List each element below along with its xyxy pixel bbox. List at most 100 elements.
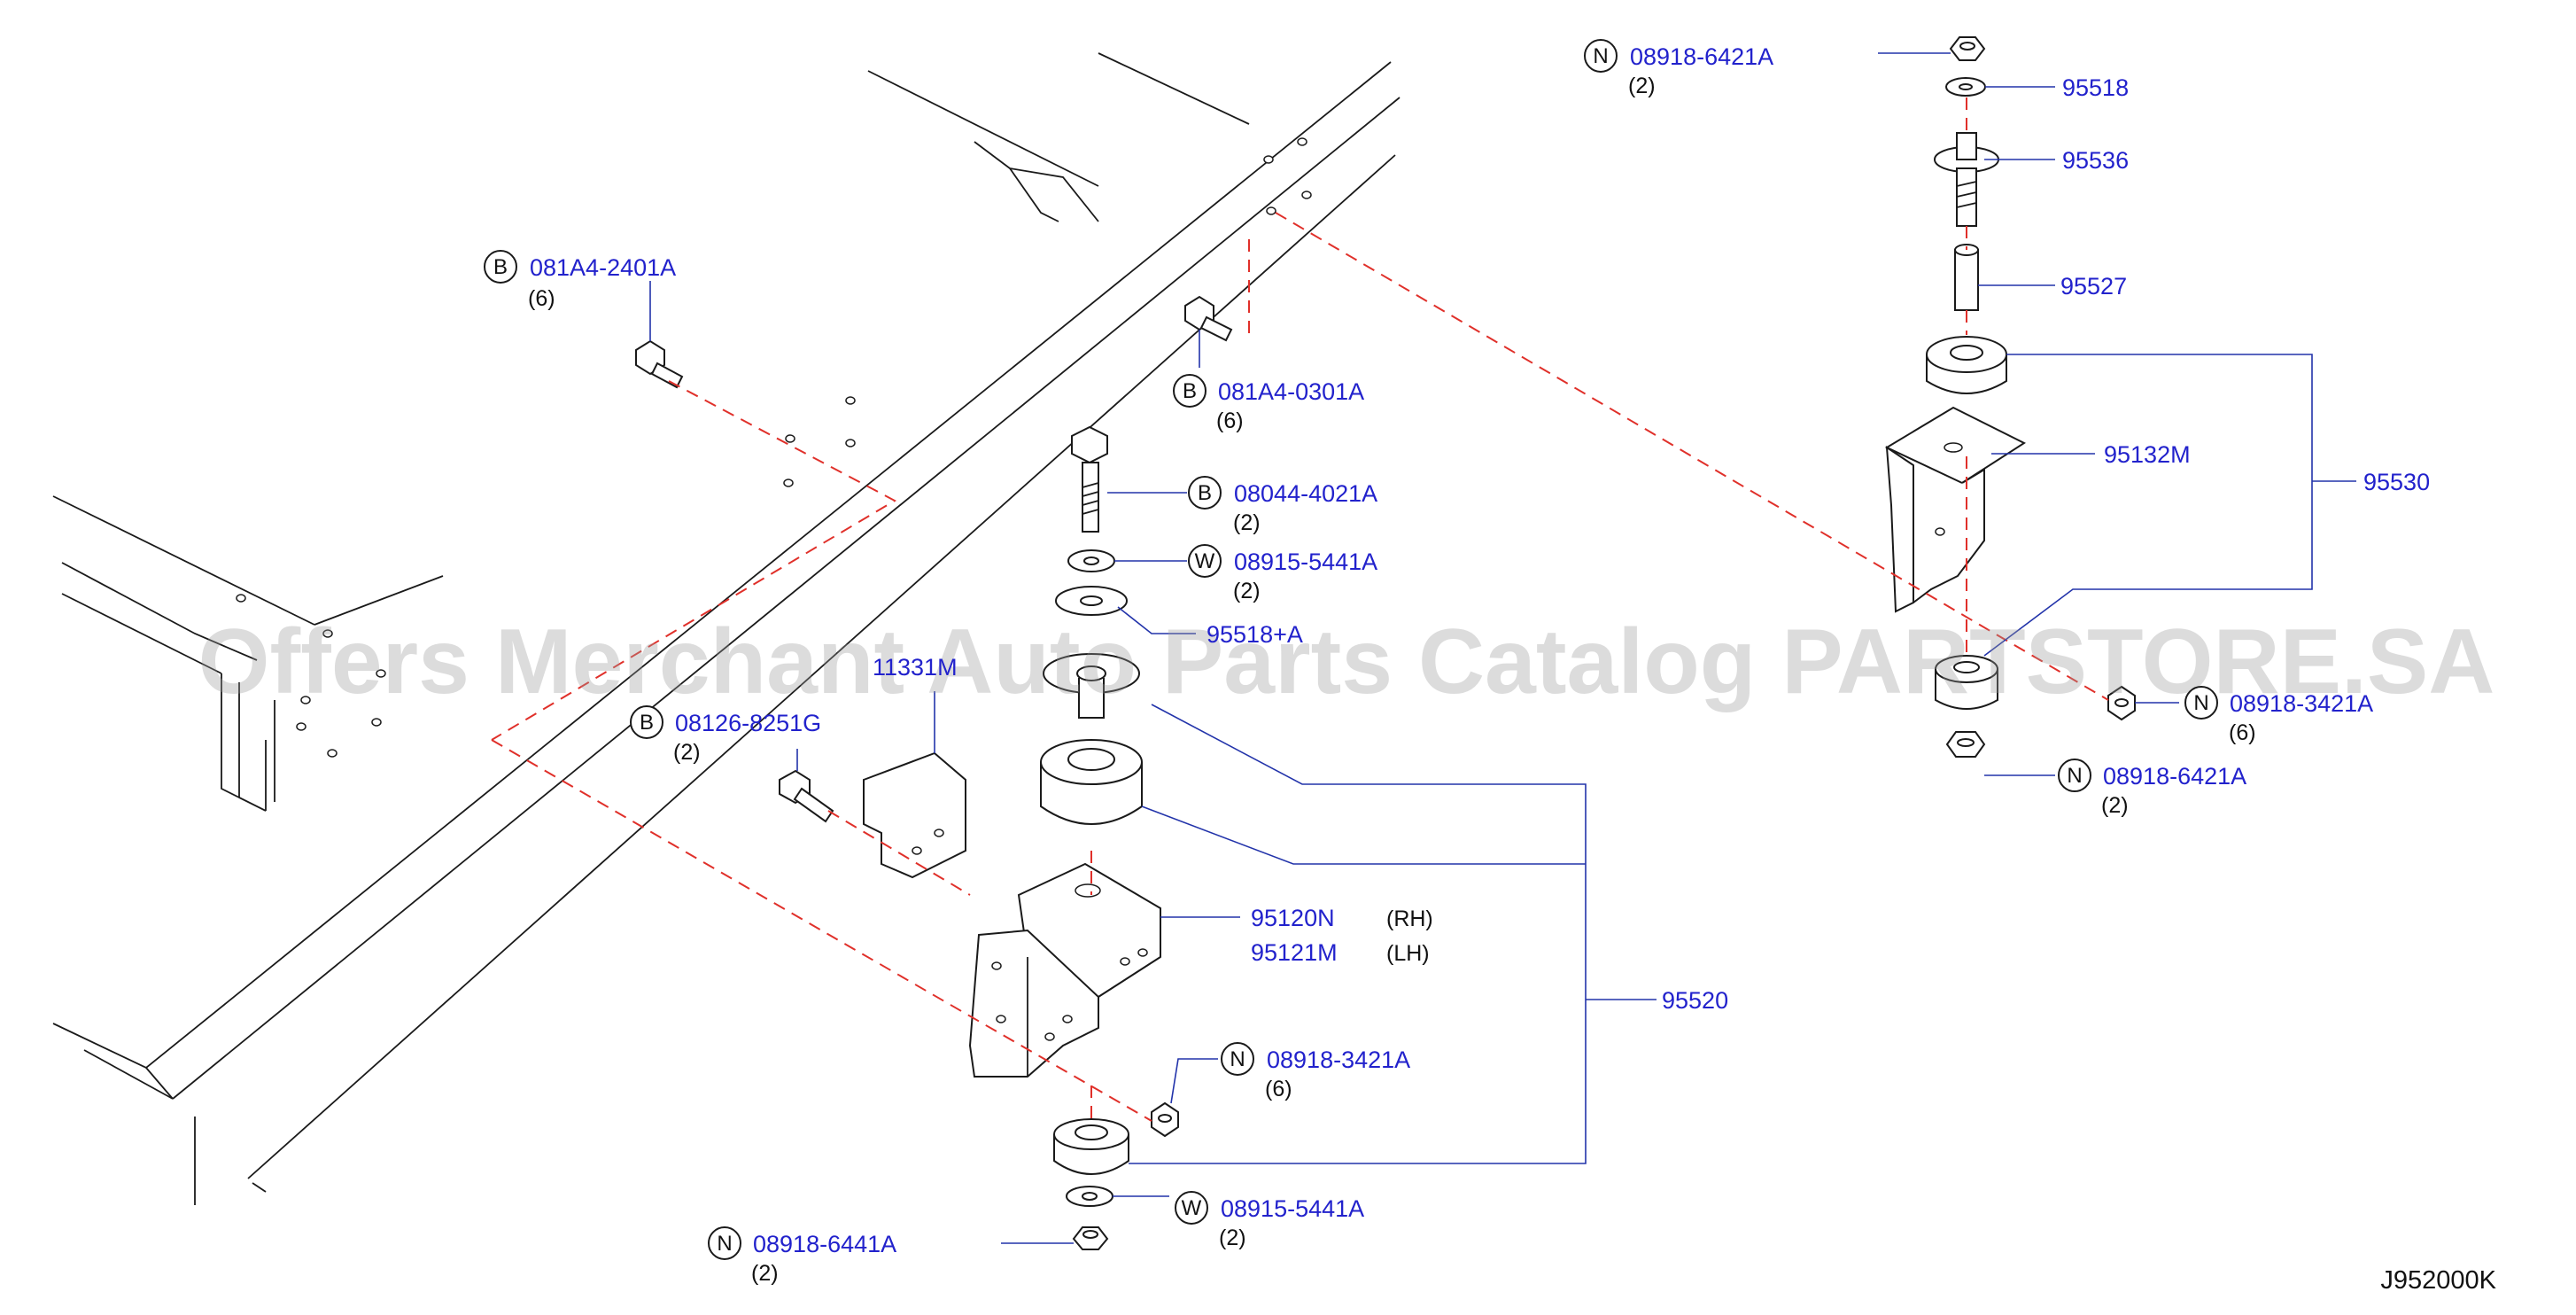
rail-holes [236,137,1312,758]
washer-prefix-badge-icon [1188,544,1222,578]
callout-08044-4021A[interactable]: B 08044-4021A (2) [1188,476,1377,535]
part-number[interactable]: 08918-3421A [1267,1047,1410,1073]
nut-prefix-badge-icon [1221,1042,1254,1076]
stud-bolt-icon [1934,132,1999,227]
callout-08918-3421A-right[interactable]: N 08918-3421A (6) [2184,686,2373,745]
watermark-text: Offers Merchant Auto Parts Catalog PARTS… [198,611,2495,713]
quantity: (2) [1233,579,1261,603]
side-label: (LH) [1386,941,1430,966]
bolt-prefix-badge-icon [630,705,663,739]
callout-prefix: B [640,711,654,735]
part-number[interactable]: 08918-6421A [2103,763,2246,790]
mount-bracket-icon [1884,406,2027,613]
left-mount-assembly [635,295,1233,1250]
nut-prefix-badge-icon [2184,686,2218,720]
diagram-code: J952000K [2380,1266,2496,1295]
part-number[interactable]: 95527 [2060,273,2127,300]
quantity: (6) [2229,720,2256,745]
part-number[interactable]: 08918-6421A [1630,43,1773,70]
callout-prefix: B [1183,379,1197,403]
frame-bolt-icon [635,339,684,389]
frame-bolt-icon [1184,295,1233,342]
quantity: (2) [2101,793,2129,818]
nut-prefix-badge-icon [1584,39,1618,73]
part-number[interactable]: 95536 [2062,147,2129,174]
callout-prefix: B [1198,481,1212,505]
callout-prefix: N [2067,764,2082,788]
part-number[interactable]: 08918-3421A [2230,690,2373,717]
quantity: (2) [1219,1226,1246,1250]
flange-bolt-icon [779,769,834,823]
washer-prefix-badge-icon [1175,1191,1208,1225]
part-number[interactable]: 08044-4021A [1234,480,1377,507]
callout-08918-3421A[interactable]: N 08918-3421A (6) [1221,1042,1410,1101]
part-number[interactable]: 08918-6441A [753,1231,896,1257]
quantity: (6) [1265,1077,1292,1101]
callout-95120N[interactable]: 95120N (RH) [1251,905,1433,931]
callout-11331M[interactable]: 11331M [873,654,958,681]
nut-prefix-badge-icon [2058,759,2091,792]
callout-08915-5441A[interactable]: W 08915-5441A (2) [1188,544,1377,603]
quantity: (2) [673,740,701,765]
callout-08918-6421A-bottom[interactable]: N 08918-6421A (2) [2058,759,2246,818]
flange-nut-icon [1151,1101,1179,1138]
callout-prefix: N [717,1232,732,1256]
callout-08918-6441A[interactable]: N 08918-6441A (2) [708,1226,896,1286]
lower-bushing-icon [1935,655,1998,710]
callout-95527[interactable]: 95527 [2060,273,2127,300]
side-label: (RH) [1386,906,1433,931]
callout-prefix: B [493,255,508,279]
callout-081A4-2401A[interactable]: B 081A4-2401A (6) [484,250,676,311]
callout-95121M[interactable]: 95121M (LH) [1251,939,1430,966]
nut-icon [1945,731,1986,758]
bolt-prefix-badge-icon [484,250,517,284]
part-number[interactable]: 11331M [873,654,958,681]
callout-prefix: W [1182,1196,1202,1220]
callout-08126-8251G[interactable]: B 08126-8251G (2) [630,705,821,765]
part-number[interactable]: 08126-8251G [675,710,821,736]
quantity: (2) [1628,74,1656,98]
part-number[interactable]: 95120N [1251,905,1335,931]
part-number[interactable]: 081A4-2401A [530,254,676,281]
part-number[interactable]: 08915-5441A [1221,1195,1364,1222]
frame-rail [52,52,1401,1205]
callout-prefix: N [1230,1047,1245,1071]
nut-icon [1949,36,1986,61]
part-number[interactable]: 95530 [2363,469,2430,495]
part-number[interactable]: 08915-5441A [1234,549,1377,575]
part-number[interactable]: 95520 [1662,987,1728,1014]
callout-95518[interactable]: 95518 [2062,74,2129,101]
part-number[interactable]: 95132M [2104,441,2191,468]
callout-95536[interactable]: 95536 [2062,147,2129,174]
bolt-prefix-badge-icon [1173,374,1207,408]
mount-bracket-icon [968,862,1161,1078]
callout-prefix: N [2193,691,2208,715]
upper-bushing-icon [1040,739,1143,825]
callout-95132M[interactable]: 95132M [2104,441,2191,468]
flange-nut-icon [2107,685,2136,721]
callout-08915-5441A-lower[interactable]: W 08915-5441A (2) [1175,1191,1364,1250]
nut-prefix-badge-icon [708,1226,741,1260]
callout-95518-A[interactable]: 95518+A [1207,621,1303,648]
part-number[interactable]: 081A4-0301A [1218,378,1364,405]
quantity: (2) [1233,510,1261,535]
plate-bracket-icon [863,751,966,879]
part-number[interactable]: 95518 [2062,74,2129,101]
leader-lines [649,52,2356,1244]
lower-bushing-icon [1053,1118,1129,1175]
quantity: (6) [528,286,555,311]
nut-icon [1072,1226,1109,1250]
part-number[interactable]: 95121M [1251,939,1338,966]
callout-prefix: W [1195,549,1215,573]
callout-95530[interactable]: 95530 [2363,469,2430,495]
callout-08918-6421A-top[interactable]: N 08918-6421A (2) [1584,39,1773,98]
quantity: (2) [751,1261,779,1286]
bolt-prefix-badge-icon [1188,476,1222,510]
assembly-centerlines [491,97,2109,1125]
upper-bushing-icon [1926,336,2007,394]
callout-081A4-0301A[interactable]: B 081A4-0301A (6) [1173,374,1364,433]
part-number[interactable]: 95518+A [1207,621,1303,648]
callout-95520[interactable]: 95520 [1662,987,1728,1014]
